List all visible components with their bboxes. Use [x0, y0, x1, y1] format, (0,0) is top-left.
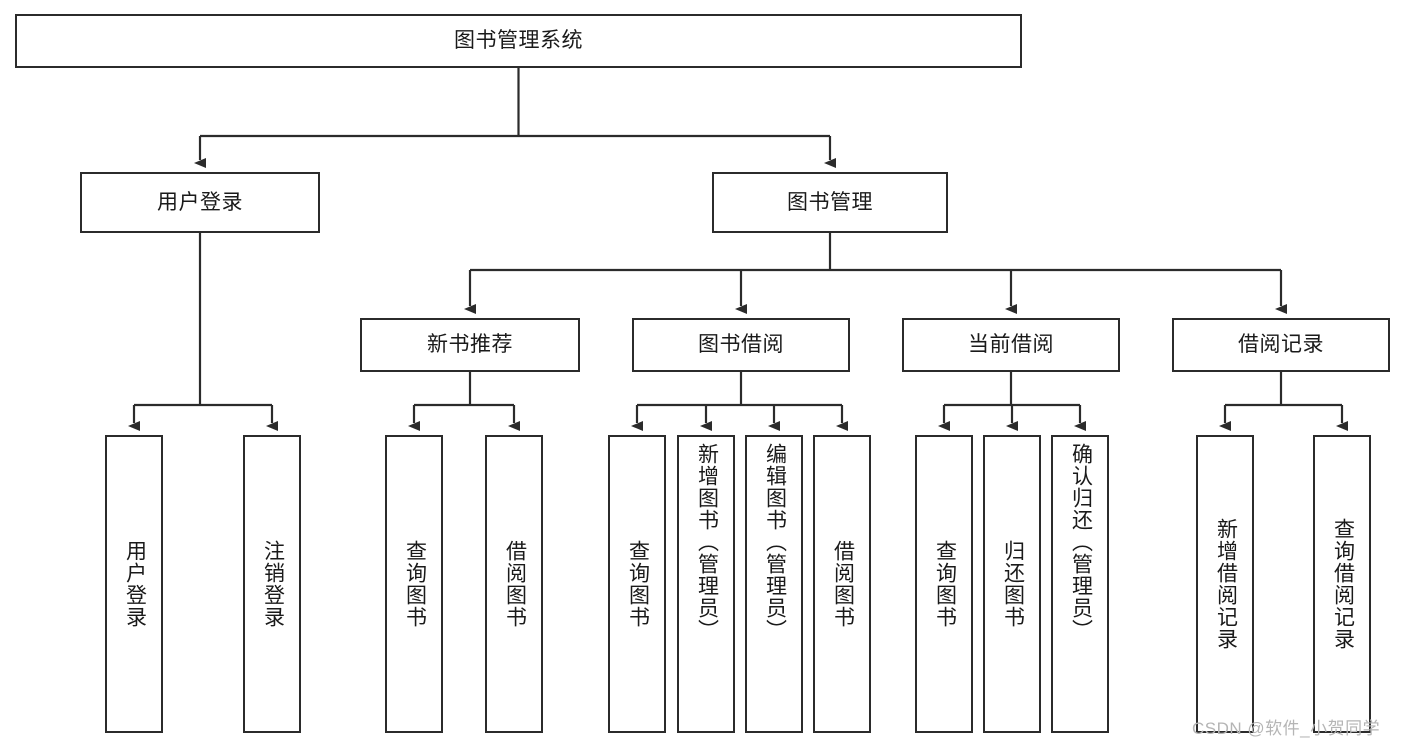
- node-l3-current[interactable]: 当前借阅: [902, 318, 1120, 372]
- node-label: 查询图书: [933, 540, 957, 628]
- node-l3-borrow[interactable]: 图书借阅: [632, 318, 850, 372]
- node-label: 图书管理: [787, 190, 873, 214]
- node-leaf-bb-edit[interactable]: 编辑图书（管理员）: [745, 435, 803, 733]
- node-label: 图书借阅: [698, 333, 784, 357]
- node-l3-record[interactable]: 借阅记录: [1172, 318, 1390, 372]
- node-label: 查询借阅记录: [1331, 518, 1355, 650]
- node-label: 确认归还（管理员）: [1069, 443, 1093, 641]
- node-label: 归还图书: [1001, 540, 1025, 628]
- node-label: 借阅图书: [503, 540, 527, 628]
- node-l2-book[interactable]: 图书管理: [712, 172, 948, 233]
- node-label: 新增借阅记录: [1214, 518, 1238, 650]
- node-leaf-rec-query[interactable]: 查询借阅记录: [1313, 435, 1371, 733]
- node-leaf-nb-borrow[interactable]: 借阅图书: [485, 435, 543, 733]
- node-label: 注销登录: [261, 540, 285, 628]
- node-label: 借阅记录: [1238, 333, 1324, 357]
- node-leaf-bb-borrow[interactable]: 借阅图书: [813, 435, 871, 733]
- node-leaf-nb-query[interactable]: 查询图书: [385, 435, 443, 733]
- node-leaf-cb-return[interactable]: 归还图书: [983, 435, 1041, 733]
- node-leaf-cb-query[interactable]: 查询图书: [915, 435, 973, 733]
- node-label: 用户登录: [123, 540, 147, 628]
- node-leaf-cb-confirm[interactable]: 确认归还（管理员）: [1051, 435, 1109, 733]
- node-label: 查询图书: [626, 540, 650, 628]
- node-label: 用户登录: [157, 190, 243, 214]
- node-label: 查询图书: [403, 540, 427, 628]
- node-leaf-user-login[interactable]: 用户登录: [105, 435, 163, 733]
- node-label: 新书推荐: [427, 333, 513, 357]
- node-leaf-bb-add[interactable]: 新增图书（管理员）: [677, 435, 735, 733]
- node-l2-login[interactable]: 用户登录: [80, 172, 320, 233]
- node-leaf-bb-query[interactable]: 查询图书: [608, 435, 666, 733]
- node-label: 当前借阅: [968, 333, 1054, 357]
- node-leaf-rec-add[interactable]: 新增借阅记录: [1196, 435, 1254, 733]
- node-label: 借阅图书: [831, 540, 855, 628]
- node-l3-newbook[interactable]: 新书推荐: [360, 318, 580, 372]
- node-leaf-user-logout[interactable]: 注销登录: [243, 435, 301, 733]
- node-root[interactable]: 图书管理系统: [15, 14, 1022, 68]
- csdn-watermark: CSDN @软件_小贺同学: [1192, 719, 1381, 738]
- node-label: 编辑图书（管理员）: [763, 443, 787, 641]
- node-label: 新增图书（管理员）: [695, 443, 719, 641]
- node-label: 图书管理系统: [454, 29, 583, 53]
